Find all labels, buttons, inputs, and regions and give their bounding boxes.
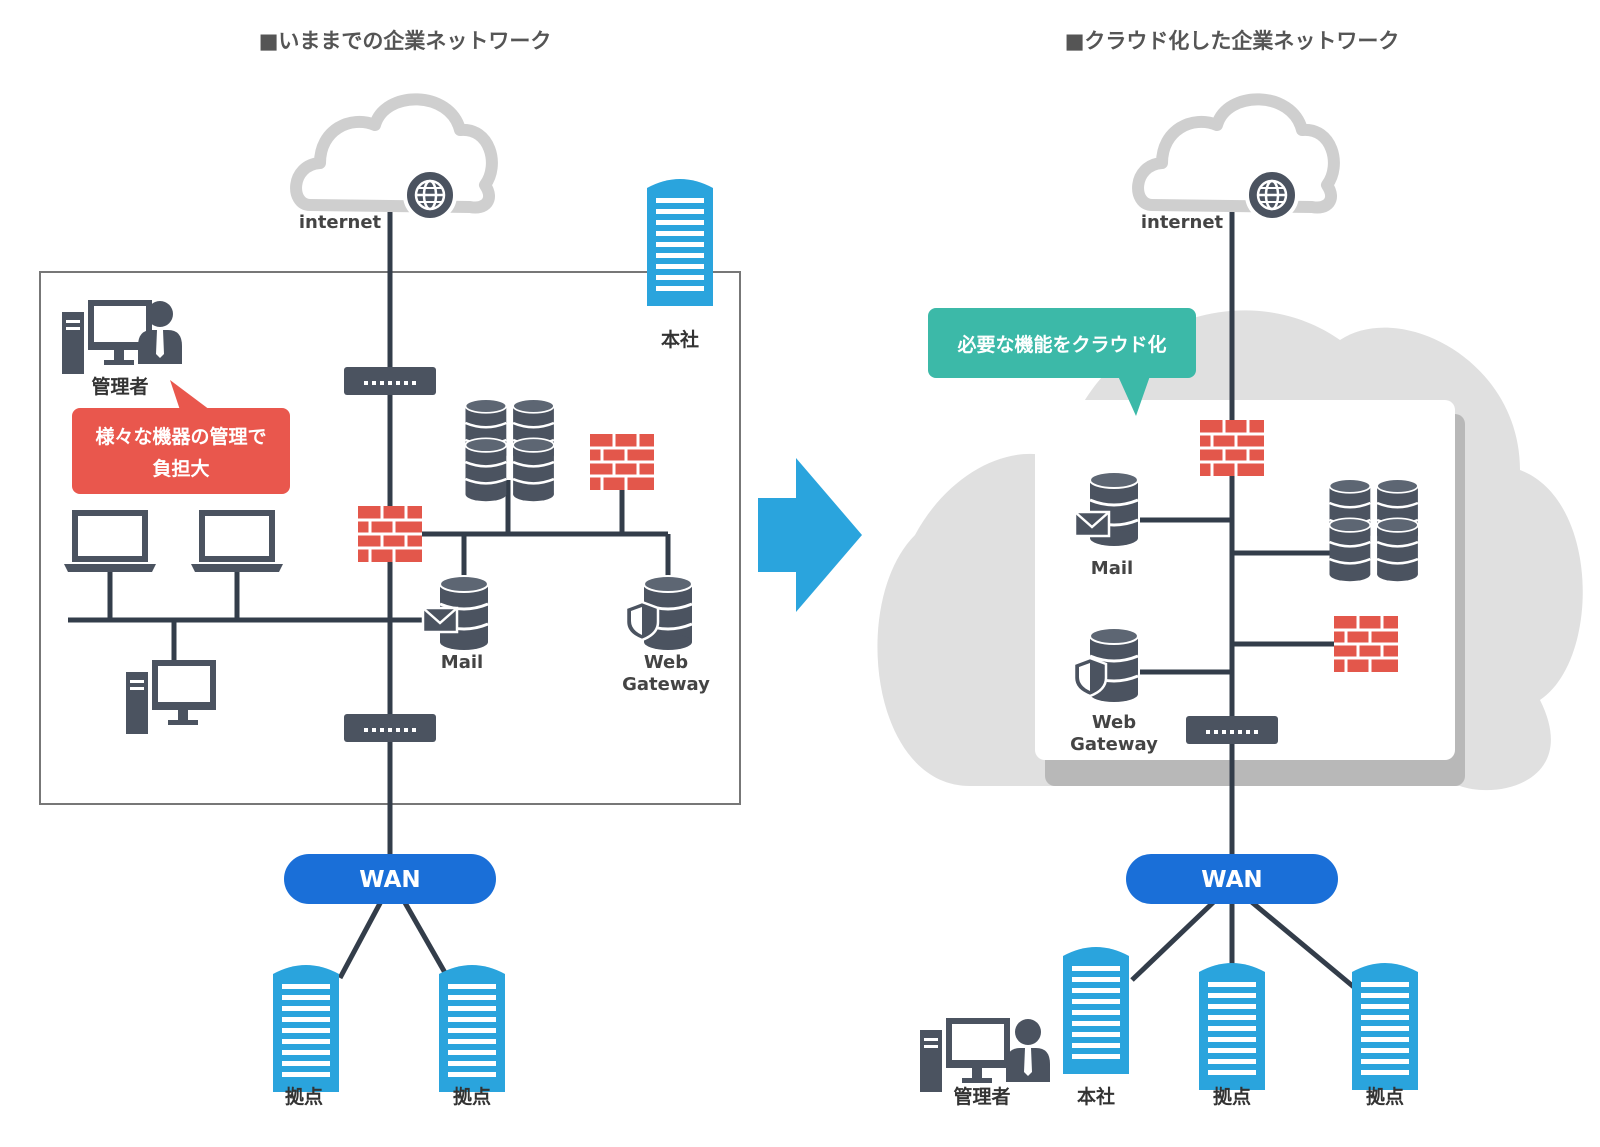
- right-wan-label: WAN: [1201, 867, 1262, 893]
- arrow-right-icon: [758, 458, 862, 612]
- right-branch-building-icon-1: [1199, 963, 1265, 1090]
- right-admin-user-icon: [1006, 1019, 1050, 1082]
- right-admin-desktop-icon: [920, 1018, 1010, 1092]
- left-title: ■いままでの企業ネットワーク: [259, 29, 552, 53]
- right-switch-icon: [1186, 716, 1278, 744]
- right-callout: 必要な機能をクラウド化: [928, 308, 1196, 416]
- right-gateway-label: Gateway: [1070, 734, 1158, 755]
- left-gateway-label: Gateway: [622, 674, 710, 695]
- right-branch-label-1: 拠点: [1213, 1085, 1251, 1108]
- left-wan-node: WAN: [284, 854, 496, 904]
- right-secondary-firewall-icon: [1332, 614, 1400, 674]
- left-bottom-switch-icon: [344, 714, 436, 742]
- left-globe-icon: [403, 168, 457, 222]
- left-internet-label: internet: [299, 212, 382, 233]
- left-branch-building-icon-1: [273, 965, 339, 1092]
- left-branch-label-1: 拠点: [285, 1085, 323, 1108]
- right-callout-text: 必要な機能をクラウド化: [956, 333, 1166, 356]
- right-headquarters-label: 本社: [1077, 1085, 1115, 1108]
- left-admin-label: 管理者: [91, 375, 148, 398]
- right-main-firewall-icon: [1198, 418, 1266, 478]
- left-headquarters-building-icon: [647, 179, 713, 306]
- left-callout: 様々な機器の管理で 負担大: [72, 380, 290, 494]
- right-internet-label: internet: [1141, 212, 1224, 233]
- right-title: ■クラウド化した企業ネットワーク: [1065, 29, 1400, 53]
- left-mail-server-icon: [421, 574, 490, 652]
- left-desktop-icon: [126, 660, 216, 734]
- right-mail-label: Mail: [1091, 558, 1133, 579]
- right-globe-icon: [1245, 168, 1299, 222]
- right-network-lines: [1130, 212, 1357, 990]
- right-admin-label: 管理者: [953, 1085, 1010, 1108]
- left-branch-label-2: 拠点: [453, 1085, 491, 1108]
- left-web-label: Web: [644, 652, 688, 673]
- left-internet-cloud-icon: [296, 99, 492, 207]
- right-web-label: Web: [1092, 712, 1136, 733]
- left-mail-label: Mail: [441, 652, 483, 673]
- left-branch-building-icon-2: [439, 965, 505, 1092]
- left-laptop-icon-1: [64, 510, 156, 572]
- right-headquarters-building-icon: [1063, 947, 1129, 1074]
- left-top-switch-icon: [344, 367, 436, 395]
- right-branch-label-2: 拠点: [1366, 1085, 1404, 1108]
- left-main-firewall-icon: [356, 504, 424, 564]
- left-wan-label: WAN: [359, 867, 420, 893]
- left-secondary-firewall-icon: [588, 432, 656, 492]
- left-laptop-icon-2: [191, 510, 283, 572]
- left-headquarters-label: 本社: [661, 328, 699, 351]
- right-wan-node: WAN: [1126, 854, 1338, 904]
- left-web-gateway-icon: [624, 574, 694, 652]
- right-internet-cloud-icon: [1138, 99, 1334, 207]
- left-callout-line2: 負担大: [152, 457, 209, 480]
- right-branch-building-icon-2: [1352, 963, 1418, 1090]
- left-callout-line1: 様々な機器の管理で: [95, 425, 266, 448]
